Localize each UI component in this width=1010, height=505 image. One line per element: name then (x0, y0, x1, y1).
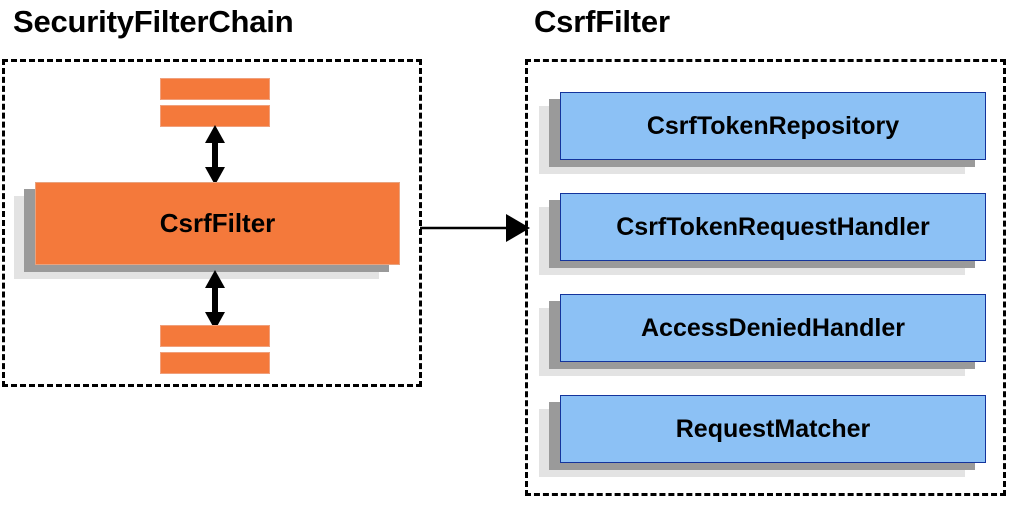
panel-csrf-filter (525, 59, 1006, 496)
card-csrftokenrepository[interactable]: CsrfTokenRepository (560, 92, 986, 160)
card-requestmatcher[interactable]: RequestMatcher (560, 395, 986, 463)
filter-stub-bar-bottom-2 (160, 352, 270, 374)
card-csrffilter-label: CsrfFilter (159, 208, 276, 238)
card-csrftokenrepository-label: CsrfTokenRepository (646, 111, 900, 140)
arrow-double-vertical-upper (205, 125, 225, 185)
arrow-double-vertical-lower (205, 270, 225, 330)
filter-stub-bar-bottom-1 (160, 325, 270, 347)
card-requestmatcher-label: RequestMatcher (675, 414, 871, 443)
card-accessdeniedhandler-label: AccessDeniedHandler (640, 313, 905, 342)
card-csrffilter[interactable]: CsrfFilter (35, 182, 400, 265)
card-accessdeniedhandler[interactable]: AccessDeniedHandler (560, 294, 986, 362)
card-csrftokenrequesthandler[interactable]: CsrfTokenRequestHandler (560, 193, 986, 261)
filter-stub-bar-top-2 (160, 105, 270, 127)
card-csrftokenrequesthandler-label: CsrfTokenRequestHandler (616, 212, 930, 241)
panel-security-filter-chain (2, 59, 422, 387)
filter-stub-bar-top-1 (160, 78, 270, 100)
page-title-security-filter-chain: SecurityFilterChain (13, 4, 294, 39)
page-title-csrf-filter: CsrfFilter (534, 4, 670, 39)
arrow-right-connector (420, 214, 530, 242)
